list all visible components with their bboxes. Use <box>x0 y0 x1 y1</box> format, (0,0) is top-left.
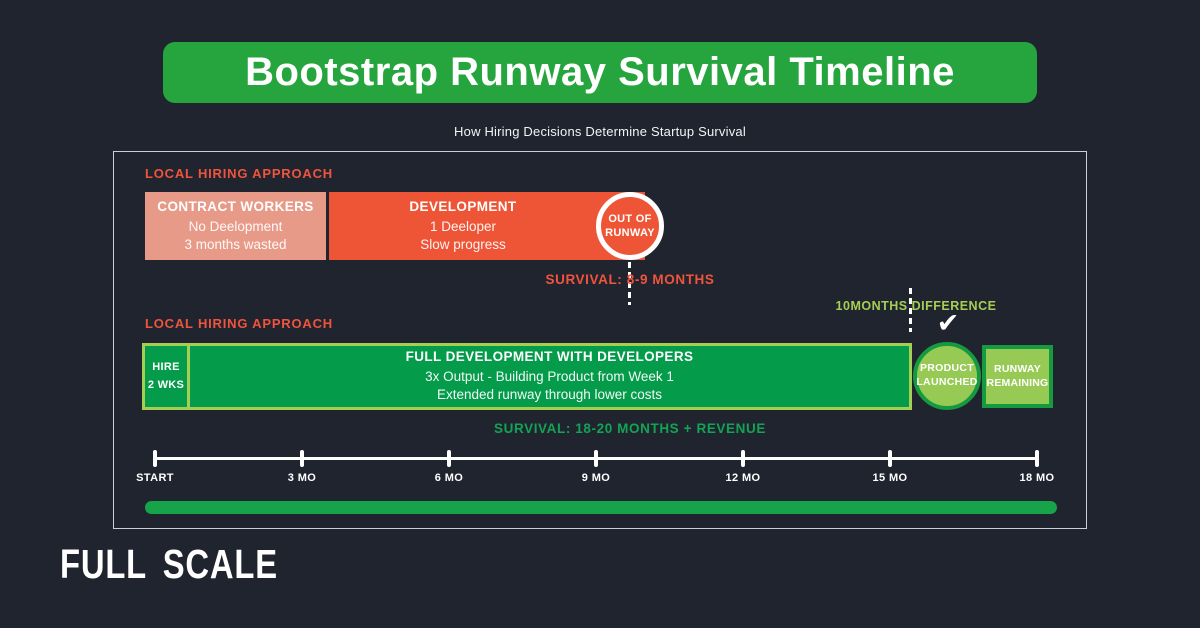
tick-label-start: START <box>136 472 174 484</box>
months-difference-label: 10MONTHS DIFFERENCE <box>835 299 997 313</box>
development-title: DEVELOPMENT <box>409 198 517 214</box>
contract-workers-title: CONTRACT WORKERS <box>157 198 314 214</box>
runway-remaining-line2: REMAINING <box>986 376 1049 389</box>
tick-mark-start <box>153 450 157 467</box>
tick-mark-18mo <box>1035 450 1039 467</box>
title-banner: Bootstrap Runway Survival Timeline <box>163 42 1037 103</box>
tick-mark-15mo <box>887 450 892 467</box>
runway-remaining-badge: RUNWAY REMAINING <box>982 345 1053 408</box>
out-of-runway-line2: RUNWAY <box>605 227 655 239</box>
contract-workers-segment: CONTRACT WORKERS No Deelopment 3 months … <box>145 192 326 260</box>
hire-line2: 2 WKS <box>147 378 185 391</box>
difference-dashed-line <box>909 288 912 332</box>
hire-segment: HIRE 2 WKS <box>145 346 190 407</box>
chart-frame <box>113 151 1087 529</box>
tick-label-18mo: 18 MO <box>1019 472 1055 484</box>
runway-progress-bar <box>145 501 1057 514</box>
timeline-axis-labels: START 3 MO 6 MO 9 MO 12 MO 15 MO 18 MO <box>136 472 1054 486</box>
tick-label-9mo: 9 MO <box>581 472 611 484</box>
tick-label-15mo: 15 MO <box>872 472 908 484</box>
offshore-approach-label: LOCAL HIRING APPROACH <box>145 316 333 331</box>
development-line2: Slow progress <box>420 236 506 252</box>
full-development-line2: Extended runway through lower costs <box>436 387 663 402</box>
out-of-runway-line1: OUT OF <box>608 212 652 225</box>
page-subtitle: How Hiring Decisions Determine Startup S… <box>454 124 746 139</box>
tick-mark-12mo <box>741 450 745 467</box>
timeline-axis <box>153 450 1039 467</box>
hire-line1: HIRE <box>152 360 180 373</box>
developers-bar: HIRE 2 WKS FULL DEVELOPMENT WITH DEVELOP… <box>142 343 912 410</box>
page-title: Bootstrap Runway Survival Timeline <box>245 50 955 94</box>
contract-workers-line1: No Deelopment <box>188 218 283 234</box>
runway-end-dashed-line <box>628 262 631 305</box>
local-survival-note: SURVIVAL: 8-9 MONTHS <box>545 272 715 287</box>
offshore-survival-note: SURVIVAL: 18-20 MONTHS + REVENUE <box>494 421 766 436</box>
contract-workers-line2: 3 months wasted <box>184 236 287 252</box>
product-launched-line2: LAUNCHED <box>916 376 978 388</box>
development-line1: 1 Deeloper <box>429 218 497 234</box>
tick-mark-6mo <box>446 450 451 467</box>
tick-label-12mo: 12 MO <box>725 472 761 484</box>
full-development-segment: FULL DEVELOPMENT WITH DEVELOPERS 3x Outp… <box>190 346 909 407</box>
local-approach-label: LOCAL HIRING APPROACH <box>145 166 333 181</box>
tick-mark-3mo <box>300 450 304 467</box>
full-development-line1: 3x Output - Building Product from Week 1 <box>425 369 674 385</box>
checkmark-icon: ✔ <box>936 308 960 339</box>
full-development-title: FULL DEVELOPMENT WITH DEVELOPERS <box>405 349 694 365</box>
out-of-runway-badge: OUT OF RUNWAY <box>596 192 664 260</box>
full-scale-logo: FULL SCALE <box>60 541 278 587</box>
product-launched-line1: PRODUCT <box>919 362 974 375</box>
tick-label-3mo: 3 MO <box>287 472 317 484</box>
tick-label-6mo: 6 MO <box>434 472 464 484</box>
product-launched-badge: PRODUCT LAUNCHED <box>913 342 981 410</box>
tick-mark-9mo <box>594 450 598 467</box>
runway-remaining-line1: RUNWAY <box>994 362 1041 375</box>
development-segment: DEVELOPMENT 1 Deeloper Slow progress <box>329 192 645 260</box>
